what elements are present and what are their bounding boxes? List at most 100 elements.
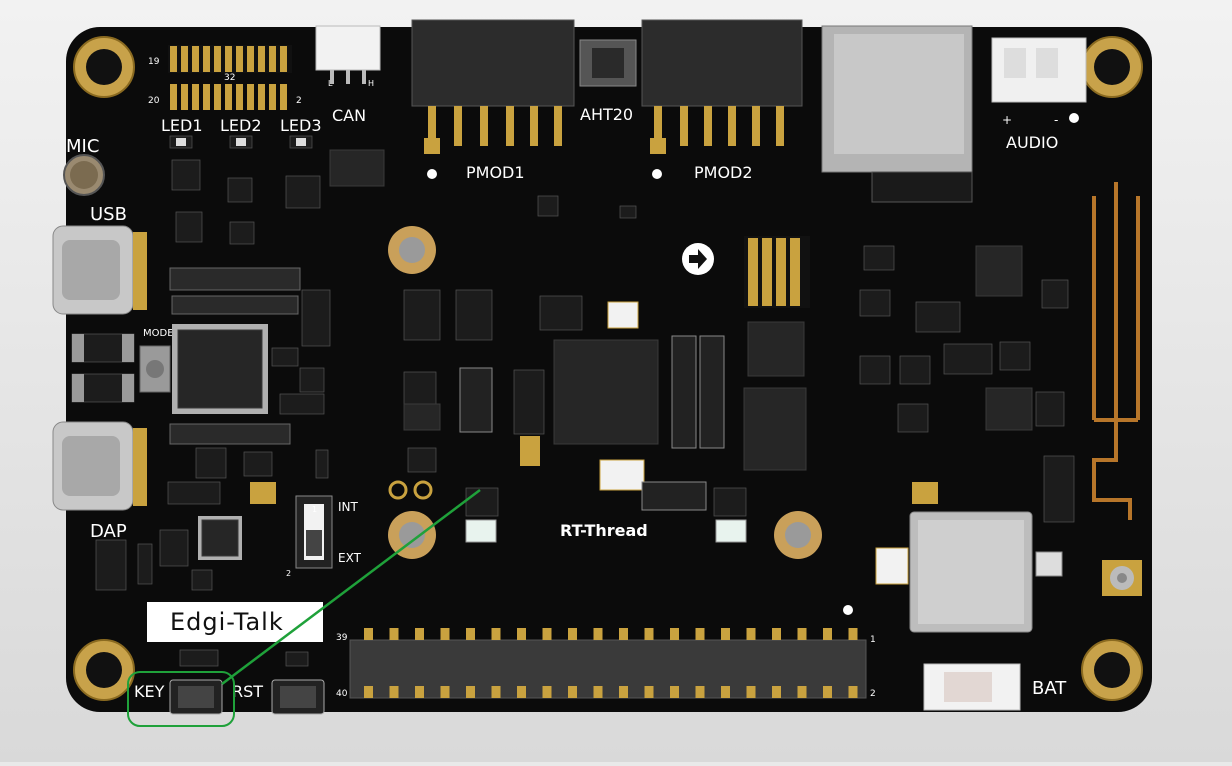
pin1-marker (652, 169, 662, 179)
header-pin (721, 628, 730, 640)
gpio-header-40pin (349, 628, 867, 699)
pin1-marker (427, 169, 437, 179)
header-pin (415, 686, 424, 698)
passive-component (713, 487, 747, 517)
led1-label: LED1 (161, 116, 203, 135)
header-pin (568, 628, 577, 640)
header-pin (670, 686, 679, 698)
header-pin (415, 628, 424, 640)
header-pin (695, 628, 705, 640)
rst-button[interactable] (271, 679, 325, 715)
ufl-antenna-connector (1102, 560, 1142, 596)
passive-components (403, 195, 707, 511)
header-pin (517, 686, 526, 698)
header-pin (364, 686, 373, 698)
header-pin-1-label: 1 (870, 635, 876, 645)
usb-label: USB (90, 204, 127, 225)
audio-label: AUDIO (1006, 133, 1058, 152)
int-ext-switch[interactable] (295, 495, 333, 569)
aht20-sensor (579, 39, 637, 87)
mode-button[interactable] (139, 345, 171, 393)
mounting-hole (73, 36, 135, 98)
small-ic (198, 516, 242, 560)
switch-pin2-label: 2 (286, 569, 291, 578)
microphone (63, 154, 105, 196)
mounting-pad (388, 511, 436, 559)
pmod2-label: PMOD2 (694, 163, 753, 182)
key-highlight-box (127, 671, 235, 727)
can-connector (315, 25, 381, 84)
header-pin (695, 686, 705, 698)
ram-chip (743, 387, 807, 471)
inductor-array (744, 236, 810, 308)
header-pin (568, 686, 577, 698)
led-indicator (289, 135, 313, 149)
switch-pin1-label: 1 (312, 505, 317, 514)
header-pin-40-label: 40 (336, 689, 348, 699)
audio-plus-label: + (1002, 113, 1012, 127)
header-pin (823, 628, 832, 640)
header-pin-2-label: 2 (870, 689, 876, 699)
pin-label-20: 20 (148, 96, 160, 106)
header-pin (466, 686, 475, 698)
buttons-led-pads (179, 649, 309, 667)
header-pin (746, 628, 756, 640)
aht20-label: AHT20 (580, 105, 633, 124)
battery-connector (923, 663, 1021, 711)
int-label: INT (338, 500, 359, 514)
header-pin (440, 628, 450, 640)
can-h-label: H (368, 79, 374, 88)
header-pin (644, 628, 654, 640)
led-indicator (229, 135, 253, 149)
key-button[interactable] (169, 679, 223, 715)
header-pin (848, 628, 858, 640)
header-pin (772, 628, 781, 640)
header-pin (797, 686, 807, 698)
header-pin (644, 686, 654, 698)
header-pin (364, 628, 373, 640)
annotation-pointer-line (221, 489, 481, 685)
diode (71, 333, 135, 363)
can-label: CAN (332, 106, 366, 125)
led-pin-array (168, 45, 292, 110)
header-pin (491, 686, 501, 698)
header-pin (746, 686, 756, 698)
can-l-label: L (328, 79, 333, 88)
arrow-icon (682, 243, 714, 275)
usb-c-connector (52, 421, 147, 511)
mounting-pad (388, 226, 436, 274)
rst-label: RST (232, 682, 263, 701)
wireless-module (909, 511, 1033, 633)
pin1-marker (843, 605, 853, 615)
header-pin-39-label: 39 (336, 633, 348, 643)
status-led (465, 519, 747, 543)
header-pin (772, 686, 781, 698)
mounting-hole (73, 639, 135, 701)
board-name-plate (147, 602, 323, 642)
led2-label: LED2 (220, 116, 262, 135)
bat-label: BAT (1032, 678, 1067, 699)
led3-label: LED3 (280, 116, 322, 135)
header-pin (542, 628, 552, 640)
debug-mcu-chip (172, 324, 268, 414)
mounting-hole (1081, 639, 1143, 701)
header-pin (593, 686, 603, 698)
can-transceiver-chip (329, 149, 385, 187)
mounting-hole (1081, 36, 1143, 98)
header-pin (721, 686, 730, 698)
sd-card-slot (821, 25, 973, 203)
usb-c-connector (52, 225, 147, 315)
header-pin (797, 628, 807, 640)
header-pin (517, 628, 526, 640)
header-pin (389, 686, 399, 698)
pmod2-connector (641, 19, 803, 154)
led-indicator (169, 135, 193, 149)
header-pin (619, 686, 628, 698)
passive-components (859, 245, 1075, 585)
rtthread-logo: RT-Thread (560, 521, 648, 540)
diode (71, 373, 135, 403)
mic-label: MIC (66, 136, 99, 157)
header-pin (389, 628, 399, 640)
